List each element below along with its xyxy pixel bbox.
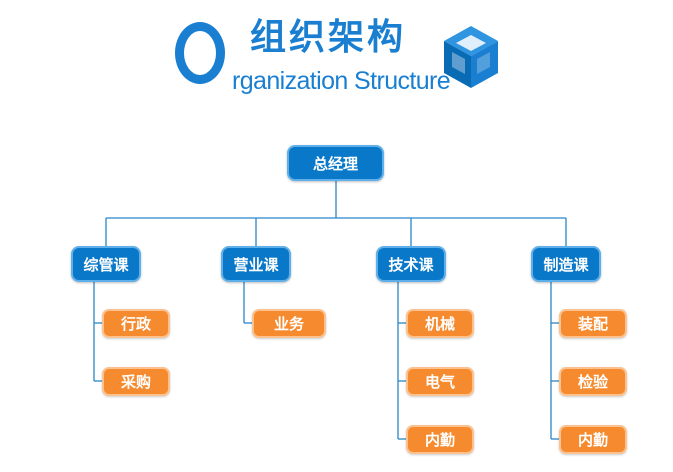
header: 组织架构 rganization Structure bbox=[0, 0, 673, 110]
node-unit-mfg-office: 内勤 bbox=[559, 425, 627, 454]
node-unit-tech-office: 内勤 bbox=[406, 425, 474, 454]
cube-logo-icon bbox=[444, 26, 498, 88]
node-unit-electrical: 电气 bbox=[406, 367, 474, 396]
node-unit-administration: 行政 bbox=[102, 309, 170, 338]
node-general-manager: 总经理 bbox=[287, 145, 384, 181]
title-letter-o bbox=[175, 22, 225, 84]
node-dept-general-affairs: 综管课 bbox=[71, 246, 141, 282]
node-unit-business: 业务 bbox=[252, 309, 326, 338]
node-dept-technical: 技术课 bbox=[376, 246, 446, 282]
node-unit-assembly: 装配 bbox=[559, 309, 627, 338]
node-dept-sales: 营业课 bbox=[221, 246, 291, 282]
node-unit-mechanical: 机械 bbox=[406, 309, 474, 338]
node-unit-purchasing: 采购 bbox=[102, 367, 170, 396]
node-dept-manufacturing: 制造课 bbox=[531, 246, 601, 282]
page-title-english: rganization Structure bbox=[232, 67, 451, 95]
node-unit-inspection: 检验 bbox=[559, 367, 627, 396]
page-title-chinese: 组织架构 bbox=[250, 17, 407, 58]
